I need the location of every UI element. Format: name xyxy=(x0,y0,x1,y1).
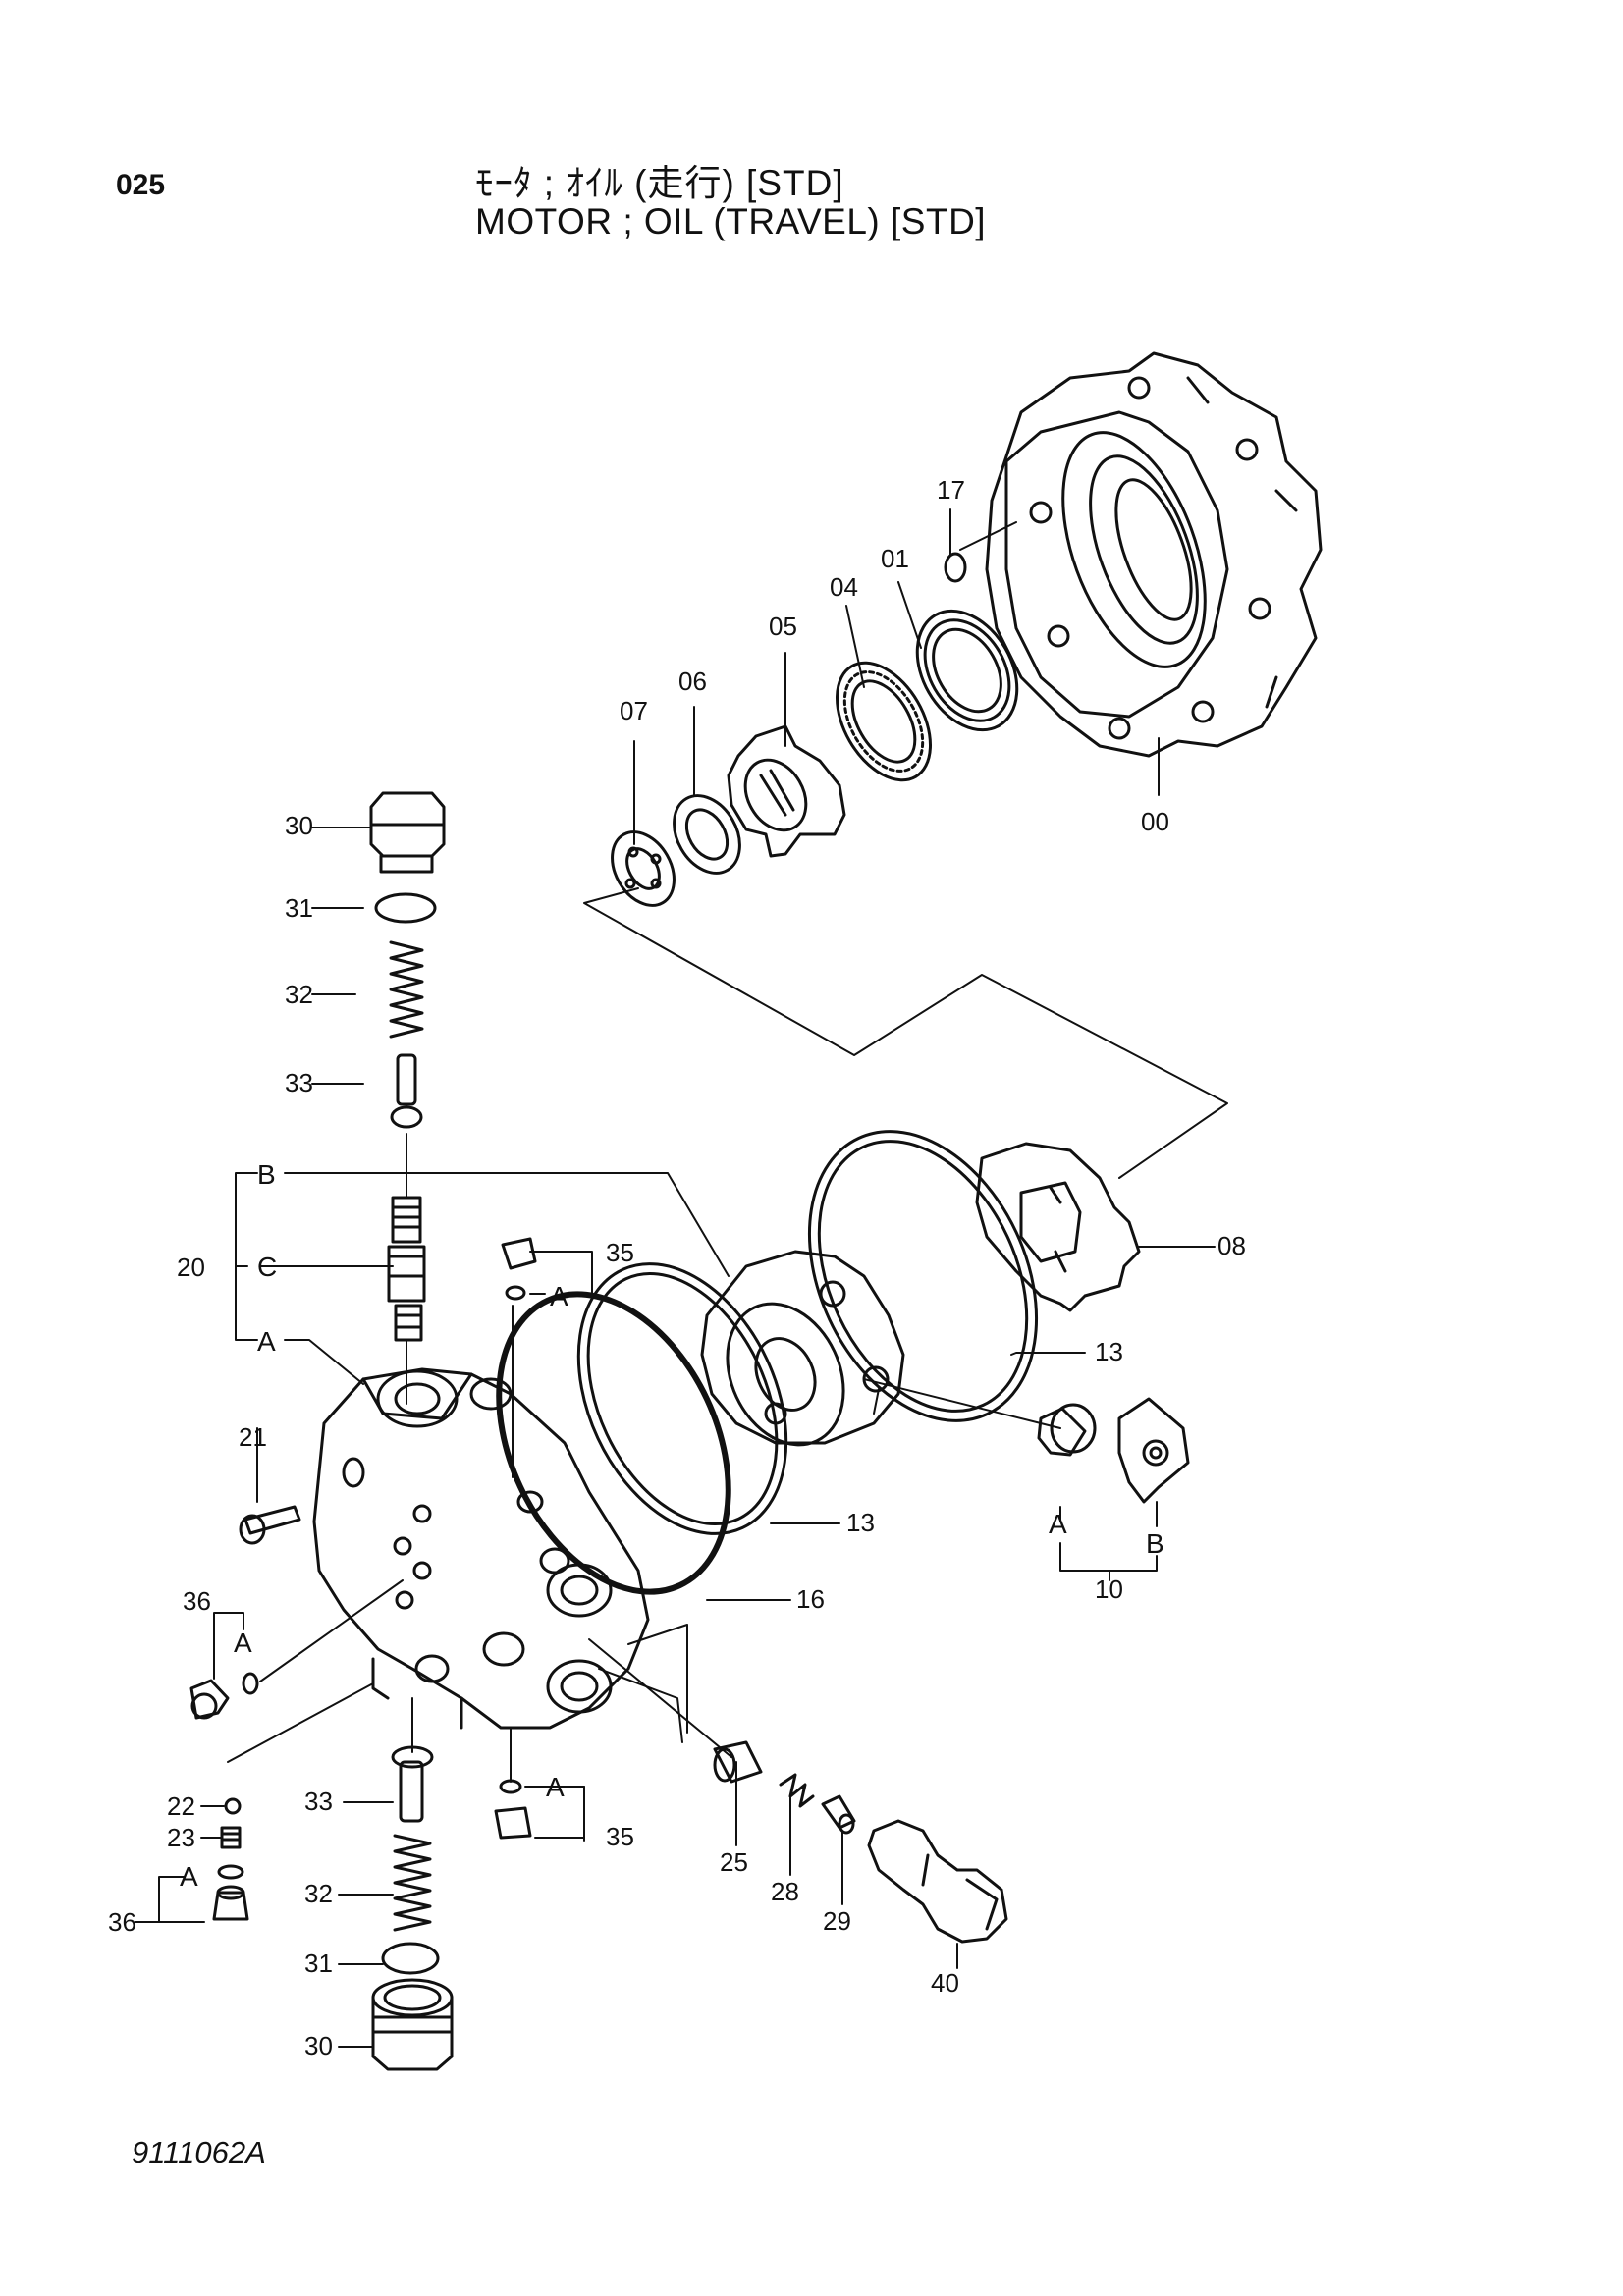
o-ring-17 xyxy=(944,552,967,583)
ball-part-22 xyxy=(224,1797,242,1815)
assembly-line-07-08 xyxy=(583,887,1228,1179)
ref-letter-c-20: C xyxy=(257,1252,277,1282)
callout-23: 23 xyxy=(167,1823,195,1852)
callout-25: 25 xyxy=(720,1847,748,1877)
callout-06: 06 xyxy=(678,667,707,696)
plug-part-35-lower xyxy=(494,1806,532,1840)
title-japanese: ﾓｰﾀ ; ｵｲﾙ (走行) [STD] xyxy=(475,163,844,203)
housing-part-00 xyxy=(985,351,1323,758)
ref-letter-b-20: B xyxy=(257,1159,276,1190)
ref-letter-a-36-lower: A xyxy=(180,1861,198,1892)
callout-33-upper: 33 xyxy=(285,1068,313,1097)
callout-31-upper: 31 xyxy=(285,893,313,923)
o-ring-part-31-lower xyxy=(381,1942,440,1975)
bearing-part-04 xyxy=(836,661,932,782)
snap-ring-part-13-lower xyxy=(576,1262,788,1535)
ref-letter-a-20: A xyxy=(257,1326,276,1357)
plate-part-08 xyxy=(975,1142,1141,1312)
o-ring-part-36-upper xyxy=(242,1672,259,1695)
spring-part-32-lower xyxy=(393,1834,432,1932)
valve-plate xyxy=(700,1250,905,1447)
ref-letter-a-35-lower: A xyxy=(546,1772,565,1802)
plug-part-30-lower xyxy=(371,1978,454,2071)
ref-letter-a-36-upper: A xyxy=(234,1628,252,1658)
ref-letter-a-10: A xyxy=(1049,1509,1067,1539)
bracket-part-10b xyxy=(1117,1397,1190,1504)
poppet-part-29 xyxy=(821,1794,856,1835)
callout-01: 01 xyxy=(881,544,909,573)
callout-10: 10 xyxy=(1095,1575,1123,1604)
bearing-part-07 xyxy=(611,830,676,907)
callout-labels: 00 01 04 05 06 07 08 10 13 13 16 17 20 2… xyxy=(108,475,1246,2060)
callout-22: 22 xyxy=(167,1791,195,1821)
ref-letter-b-10: B xyxy=(1146,1528,1164,1559)
ref-letter-a-35-upper: A xyxy=(550,1281,568,1311)
screw-part-21 xyxy=(239,1505,301,1545)
callout-13-upper: 13 xyxy=(1095,1337,1123,1366)
coupling-part-05 xyxy=(727,724,846,858)
o-ring-part-36-lower xyxy=(217,1864,244,1880)
figure-code: 9111062A xyxy=(132,2135,266,2169)
callout-36-upper: 36 xyxy=(183,1586,211,1616)
callout-17: 17 xyxy=(937,475,965,505)
callout-33-lower: 33 xyxy=(304,1787,333,1816)
screw-part-23 xyxy=(220,1826,242,1849)
callout-04: 04 xyxy=(830,572,858,602)
callout-20: 20 xyxy=(177,1253,205,1282)
valve-body xyxy=(312,1367,650,1730)
ring-part-06 xyxy=(673,794,741,875)
o-ring-part-16 xyxy=(496,1291,731,1595)
cartridge-part-20 xyxy=(387,1196,426,1342)
callout-00: 00 xyxy=(1141,807,1169,836)
callout-35-upper: 35 xyxy=(606,1238,634,1267)
o-ring-part-35-upper xyxy=(505,1285,526,1301)
callout-32-lower: 32 xyxy=(304,1879,333,1908)
plug-part-35-upper xyxy=(501,1237,537,1270)
callout-13-lower: 13 xyxy=(846,1508,875,1537)
spring-part-32-upper xyxy=(389,940,424,1039)
o-ring-part-31-upper xyxy=(374,892,437,924)
callout-30-lower: 30 xyxy=(304,2031,333,2060)
callout-07: 07 xyxy=(620,696,648,725)
callout-05: 05 xyxy=(769,612,797,641)
callout-31-lower: 31 xyxy=(304,1949,333,1978)
page-number: 025 xyxy=(116,169,166,201)
callout-28: 28 xyxy=(771,1877,799,1906)
leader-lines xyxy=(135,508,1216,2048)
callout-30-upper: 30 xyxy=(285,811,313,840)
sleeve-part-25 xyxy=(713,1740,763,1784)
plug-part-30-upper xyxy=(369,791,446,874)
plug-part-36-upper xyxy=(189,1679,230,1720)
plug-part-36-lower xyxy=(212,1885,249,1921)
spool-part-33-upper xyxy=(390,1053,423,1129)
callout-35-lower: 35 xyxy=(606,1822,634,1851)
callout-36-lower: 36 xyxy=(108,1907,136,1937)
callout-40: 40 xyxy=(931,1968,959,1998)
title-english: MOTOR ; OIL (TRAVEL) [STD] xyxy=(475,201,987,241)
spring-part-28 xyxy=(779,1773,815,1808)
callout-29: 29 xyxy=(823,1906,851,1936)
callout-08: 08 xyxy=(1217,1231,1246,1260)
spool-part-10a xyxy=(1037,1403,1097,1457)
valve-part-40 xyxy=(867,1819,1008,1944)
seal-part-01 xyxy=(915,609,1019,732)
callout-32-upper: 32 xyxy=(285,980,313,1009)
callout-21: 21 xyxy=(239,1422,267,1452)
reference-letters: B C A A A A A A B xyxy=(180,1159,1164,1892)
snap-ring-part-13-upper xyxy=(807,1130,1039,1422)
callout-16: 16 xyxy=(796,1584,825,1614)
spool-part-33-lower xyxy=(391,1745,434,1823)
